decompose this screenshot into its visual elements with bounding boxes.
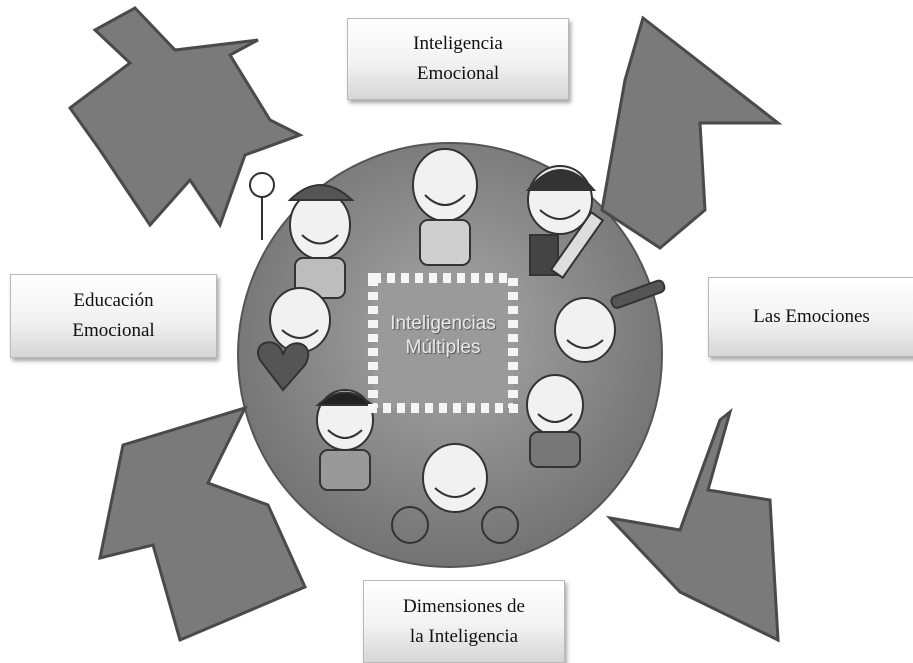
center-star-frame: [368, 273, 518, 413]
arrow-bottom-right: [605, 407, 780, 643]
arrows: [67, 6, 783, 643]
child-bottomleft-icon: [315, 389, 375, 491]
child-topleft-icon: [287, 184, 355, 299]
child-bottom-icon: [391, 443, 519, 544]
child-right-icon: [554, 279, 666, 363]
center-title: Inteligencias Múltiples: [362, 312, 524, 360]
arrow-top-left: [67, 6, 304, 229]
box-inteligencia-emocional: Inteligencia Emocional: [347, 18, 569, 100]
box-las-emociones: Las Emociones: [708, 277, 913, 357]
box-dimensiones-inteligencia: Dimensiones de la Inteligencia: [363, 580, 565, 663]
magnifier-icon: [249, 172, 275, 240]
box-educacion-emocional: Educación Emocional: [10, 274, 217, 358]
child-topright-icon: [525, 165, 597, 276]
center-title-line2: Múltiples: [405, 337, 481, 358]
cartoon-children-illustration: [249, 148, 666, 544]
child-left-icon: [257, 287, 331, 392]
child-bottomright-icon: [526, 374, 584, 468]
center-title-line1: Inteligencias: [390, 313, 496, 334]
arrow-top-right: [600, 15, 783, 250]
child-top-icon: [412, 148, 478, 266]
pencil-icon: [549, 210, 605, 280]
arrow-bottom-left: [98, 405, 307, 643]
